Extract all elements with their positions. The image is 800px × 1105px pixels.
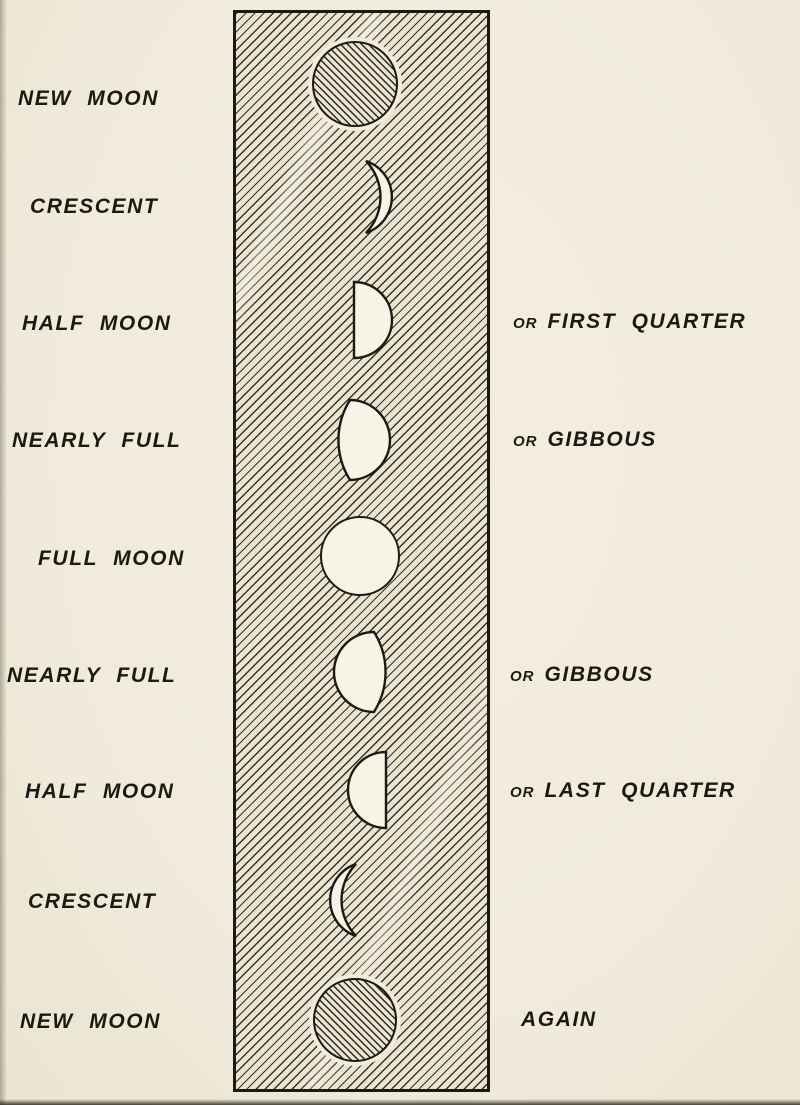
last-quarter-path — [346, 750, 388, 830]
label-or-first-quarter: OR FIRST QUARTER — [513, 310, 746, 334]
label-crescent-top: CRESCENT — [30, 195, 159, 218]
waxing-gibbous-path — [337, 398, 392, 482]
label-full-moon: FULL MOON — [38, 547, 185, 570]
moon-first-quarter-half — [352, 280, 394, 360]
or-prefix: OR — [513, 315, 538, 332]
label-or-last-quarter: OR LAST QUARTER — [510, 779, 736, 803]
moon-waning-crescent — [329, 862, 357, 938]
right-label-text: FIRST QUARTER — [547, 310, 747, 333]
right-label-text: GIBBOUS — [544, 663, 654, 686]
label-half-moon-top: HALF MOON — [22, 312, 172, 335]
moon-new-moon-top — [312, 41, 398, 127]
page-bottom-edge — [0, 1099, 800, 1105]
label-crescent-bottom: CRESCENT — [28, 890, 157, 913]
waxing-crescent-path — [365, 159, 393, 235]
or-prefix: OR — [513, 433, 538, 450]
or-prefix: OR — [510, 668, 535, 685]
label-new-moon-bottom: NEW MOON — [20, 1010, 161, 1033]
label-half-moon-bottom: HALF MOON — [25, 780, 175, 803]
first-quarter-path — [352, 280, 394, 360]
label-nearly-full-bottom: NEARLY FULL — [7, 664, 177, 687]
label-or-gibbous-bottom: OR GIBBOUS — [510, 663, 654, 687]
right-label-text: GIBBOUS — [547, 428, 657, 451]
moon-waning-gibbous — [332, 630, 387, 714]
label-again: AGAIN — [521, 1008, 597, 1031]
or-prefix: OR — [510, 784, 535, 801]
right-label-text: LAST QUARTER — [544, 779, 736, 802]
moon-new-moon-bottom — [313, 978, 397, 1062]
label-or-gibbous-top: OR GIBBOUS — [513, 428, 657, 452]
moon-last-quarter-half — [346, 750, 388, 830]
label-nearly-full-top: NEARLY FULL — [12, 429, 182, 452]
moon-full — [320, 516, 400, 596]
moon-waxing-crescent — [365, 159, 393, 235]
label-new-moon-top: NEW MOON — [18, 87, 159, 110]
waning-gibbous-path — [332, 630, 387, 714]
page-left-edge — [0, 0, 7, 1105]
moon-waxing-gibbous — [337, 398, 392, 482]
waning-crescent-path — [329, 862, 357, 938]
